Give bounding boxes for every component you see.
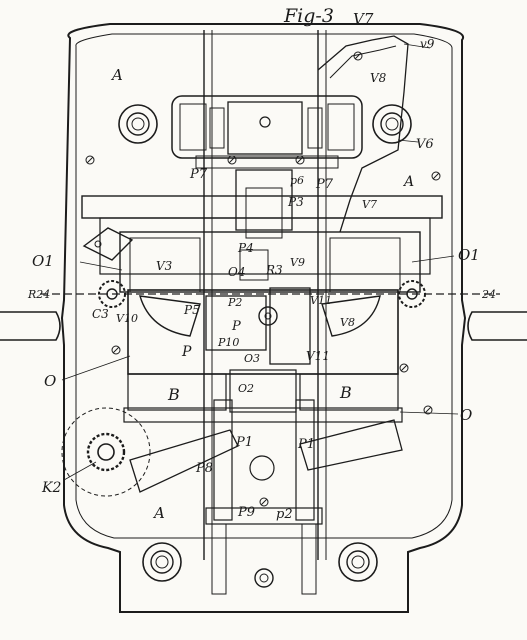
figure-labels: Fig-3 V7 v9 V8 A V6 A P7 p6 P7 P3 V7 O1 … <box>27 5 496 522</box>
label-o4: O4 <box>228 265 245 279</box>
label-p4: P4 <box>237 241 254 255</box>
label-o3: O3 <box>244 352 260 365</box>
label-r24-right: 24 <box>481 288 496 301</box>
small-hole <box>249 455 275 481</box>
label-p5: P5 <box>183 303 200 317</box>
screw <box>353 51 363 61</box>
screw <box>431 171 441 181</box>
guide-rods <box>203 30 409 560</box>
label-b-left: B <box>167 385 180 404</box>
label-p1-right: P1 <box>297 437 315 452</box>
label-o1-right: O1 <box>458 246 480 264</box>
label-v9-mid: V9 <box>290 256 305 269</box>
mounting-hole <box>118 104 158 144</box>
label-b-right: B <box>339 383 352 402</box>
label-c3: C3 <box>92 307 109 321</box>
mounting-hole <box>142 542 182 582</box>
bed-plate <box>0 23 527 613</box>
label-o2: O2 <box>238 382 254 395</box>
label-a-right: A <box>402 174 414 190</box>
label-v10: V10 <box>116 312 138 325</box>
label-o-right: O <box>460 406 472 424</box>
central-carriage <box>127 249 399 375</box>
figure-title: Fig-3 <box>283 5 334 27</box>
label-p-left: P <box>181 344 192 360</box>
label-r24-left: R24 <box>27 288 50 301</box>
mounting-holes <box>118 104 412 588</box>
label-k2: K2 <box>41 480 61 496</box>
label-v7-right: V7 <box>362 198 377 211</box>
upper-roller <box>81 169 443 275</box>
screw <box>295 155 305 165</box>
mounting-hole <box>338 542 378 582</box>
label-p-mid: P <box>231 319 241 334</box>
label-p8: P8 <box>195 461 213 476</box>
small-hole <box>254 568 274 588</box>
top-bracket <box>171 95 363 169</box>
label-o1-left: O1 <box>32 252 54 270</box>
mounting-hole <box>372 104 412 144</box>
label-v8: V8 <box>370 71 387 85</box>
label-p6: p6 <box>290 174 304 187</box>
label-v3: V3 <box>156 259 173 273</box>
label-p2-mid: P2 <box>227 296 242 309</box>
label-p7-right: P7 <box>315 177 334 192</box>
screw <box>111 345 121 355</box>
screw <box>423 405 433 415</box>
label-a-top: A <box>110 66 123 84</box>
screw <box>259 497 269 507</box>
screws <box>85 51 441 507</box>
label-v8-mid: V8 <box>340 316 355 329</box>
label-p3: P3 <box>287 195 304 209</box>
label-p2-bottom: p2 <box>276 507 293 522</box>
label-r3: R3 <box>265 263 283 277</box>
label-v11: V11 <box>310 294 332 307</box>
label-p7-left: P7 <box>189 167 208 182</box>
label-v7-top: V7 <box>353 10 374 28</box>
label-v9: v9 <box>420 37 435 51</box>
label-o-left: O <box>44 372 56 390</box>
lower-brushes <box>123 369 403 423</box>
leader-lines <box>61 43 459 481</box>
label-v11b: V11 <box>306 349 330 363</box>
screw <box>399 363 409 373</box>
lower-racks <box>129 399 403 595</box>
screw <box>227 155 237 165</box>
label-p1-left: P1 <box>235 435 253 450</box>
label-v6: V6 <box>416 137 434 152</box>
label-p10: P10 <box>217 336 239 349</box>
label-p9: P9 <box>237 505 255 520</box>
screw <box>85 155 95 165</box>
gear-k2 <box>61 407 151 497</box>
label-a-bottom: A <box>152 504 165 522</box>
